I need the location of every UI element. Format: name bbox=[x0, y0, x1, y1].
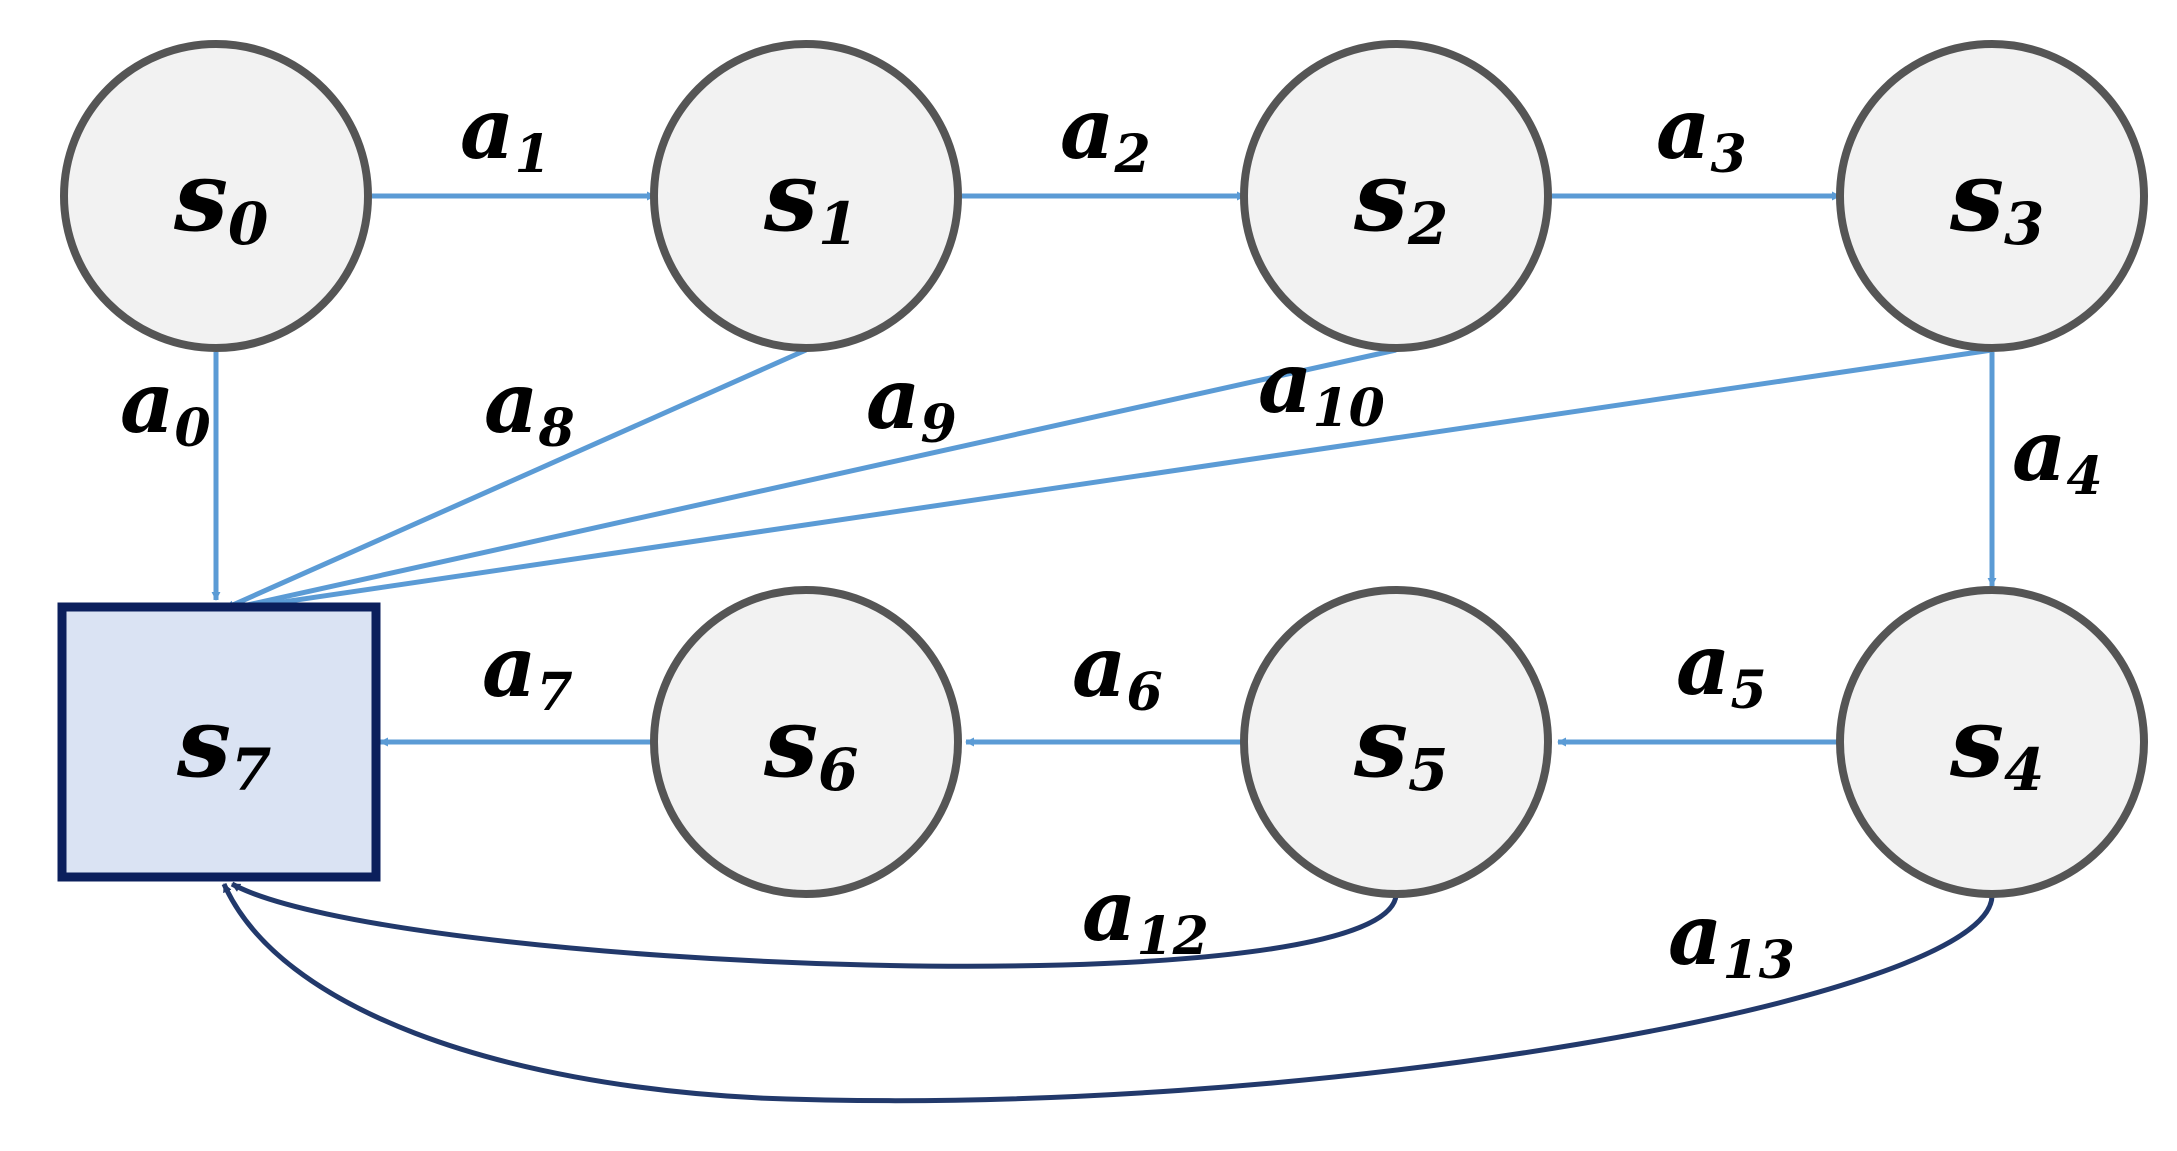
node-label-subscript: 3 bbox=[2004, 190, 2044, 258]
edge-a13-label: a13 bbox=[1668, 885, 1795, 991]
edge-a9-label: a9 bbox=[866, 349, 957, 455]
node-s1-label: s1 bbox=[763, 140, 858, 258]
node-s0-shape bbox=[60, 40, 372, 352]
edge-a8-arrow bbox=[224, 347, 808, 611]
edge-label-subscript: 6 bbox=[1126, 662, 1162, 723]
edge-label-subscript: 5 bbox=[1730, 660, 1766, 721]
edge-a13-arrow bbox=[221, 882, 1995, 1104]
node-s1: s1 bbox=[650, 40, 962, 352]
node-s7-shape bbox=[57, 602, 381, 882]
edge-label-letter: a bbox=[2012, 401, 2066, 500]
node-label-letter: s bbox=[1353, 140, 1408, 253]
edge-label-subscript: 2 bbox=[1113, 124, 1150, 185]
node-label-subscript: 2 bbox=[1407, 190, 1448, 258]
edge-a8-label: a8 bbox=[484, 353, 575, 459]
node-s7-label: s7 bbox=[176, 686, 271, 804]
edge-label-subscript: 4 bbox=[2066, 446, 2102, 507]
node-s7: s7 bbox=[57, 602, 381, 882]
edge-a9-arrow bbox=[233, 347, 1397, 611]
edge-a10-arrow bbox=[241, 347, 1993, 612]
edge-label-letter: a bbox=[484, 353, 538, 452]
node-label-letter: s bbox=[763, 140, 818, 253]
node-label-subscript: 7 bbox=[231, 736, 271, 804]
node-s4: s4 bbox=[1836, 586, 2148, 898]
node-s3-label: s3 bbox=[1949, 140, 2044, 258]
edge-label-letter: a bbox=[1060, 79, 1114, 178]
edge-label-letter: a bbox=[1656, 79, 1710, 178]
node-label-subscript: 1 bbox=[818, 190, 858, 258]
node-s4-shape bbox=[1836, 586, 2148, 898]
node-s2-label: s2 bbox=[1353, 140, 1448, 258]
node-label-letter: s bbox=[763, 686, 818, 799]
node-label-subscript: 0 bbox=[228, 190, 268, 258]
edge-label-subscript: 10 bbox=[1312, 378, 1384, 439]
edge-label-letter: a bbox=[1258, 333, 1312, 432]
edge-label-letter: a bbox=[1668, 885, 1722, 984]
node-s1-shape bbox=[650, 40, 962, 352]
edges-layer bbox=[211, 191, 1997, 1104]
node-label-subscript: 4 bbox=[2004, 736, 2044, 804]
edge-a1-label: a1 bbox=[460, 79, 551, 185]
edge-a0-label: a0 bbox=[120, 353, 211, 459]
node-label-letter: s bbox=[1949, 686, 2004, 799]
node-s0-label: s0 bbox=[173, 140, 268, 258]
edge-label-subscript: 7 bbox=[536, 662, 572, 723]
edge-label-subscript: 0 bbox=[174, 398, 210, 459]
node-label-letter: s bbox=[1353, 686, 1408, 799]
node-s0: s0 bbox=[60, 40, 372, 352]
edge-a6-label: a6 bbox=[1072, 617, 1163, 723]
node-label-subscript: 6 bbox=[818, 736, 858, 804]
edge-label-subscript: 13 bbox=[1722, 930, 1794, 991]
node-label-subscript: 5 bbox=[1408, 736, 1448, 804]
edge-label-letter: a bbox=[482, 617, 536, 716]
node-s5-label: s5 bbox=[1353, 686, 1448, 804]
edge-a5-label: a5 bbox=[1676, 615, 1767, 721]
edge-label-letter: a bbox=[120, 353, 174, 452]
node-s5: s5 bbox=[1240, 586, 1552, 898]
edge-label-subscript: 12 bbox=[1136, 906, 1208, 967]
node-s2: s2 bbox=[1240, 40, 1552, 352]
edge-a7-label: a7 bbox=[482, 617, 573, 723]
edge-label-letter: a bbox=[1082, 861, 1136, 960]
node-s5-shape bbox=[1240, 586, 1552, 898]
edge-label-subscript: 8 bbox=[537, 398, 574, 459]
node-s4-label: s4 bbox=[1949, 686, 2044, 804]
node-s6-label: s6 bbox=[763, 686, 858, 804]
edge-label-letter: a bbox=[1072, 617, 1126, 716]
edge-label-letter: a bbox=[1676, 615, 1730, 714]
edge-a12-label: a12 bbox=[1082, 861, 1209, 967]
edge-label-letter: a bbox=[866, 349, 920, 448]
edge-label-subscript: 3 bbox=[1710, 124, 1746, 185]
edge-label-subscript: 9 bbox=[920, 394, 956, 455]
node-s6-shape bbox=[650, 586, 962, 898]
node-label-letter: s bbox=[1949, 140, 2004, 253]
edge-a3-label: a3 bbox=[1656, 79, 1747, 185]
edge-a10-label: a10 bbox=[1258, 333, 1385, 439]
node-s2-shape bbox=[1240, 40, 1552, 352]
edge-a2-label: a2 bbox=[1060, 79, 1151, 185]
edge-a4-label: a4 bbox=[2012, 401, 2103, 507]
node-s3-shape bbox=[1836, 40, 2148, 352]
node-s3: s3 bbox=[1836, 40, 2148, 352]
edge-label-letter: a bbox=[460, 79, 514, 178]
edge-label-subscript: 1 bbox=[514, 124, 550, 185]
node-label-letter: s bbox=[176, 686, 231, 799]
edge-a12-arrow bbox=[230, 881, 1399, 969]
node-label-letter: s bbox=[173, 140, 228, 253]
node-s6: s6 bbox=[650, 586, 962, 898]
